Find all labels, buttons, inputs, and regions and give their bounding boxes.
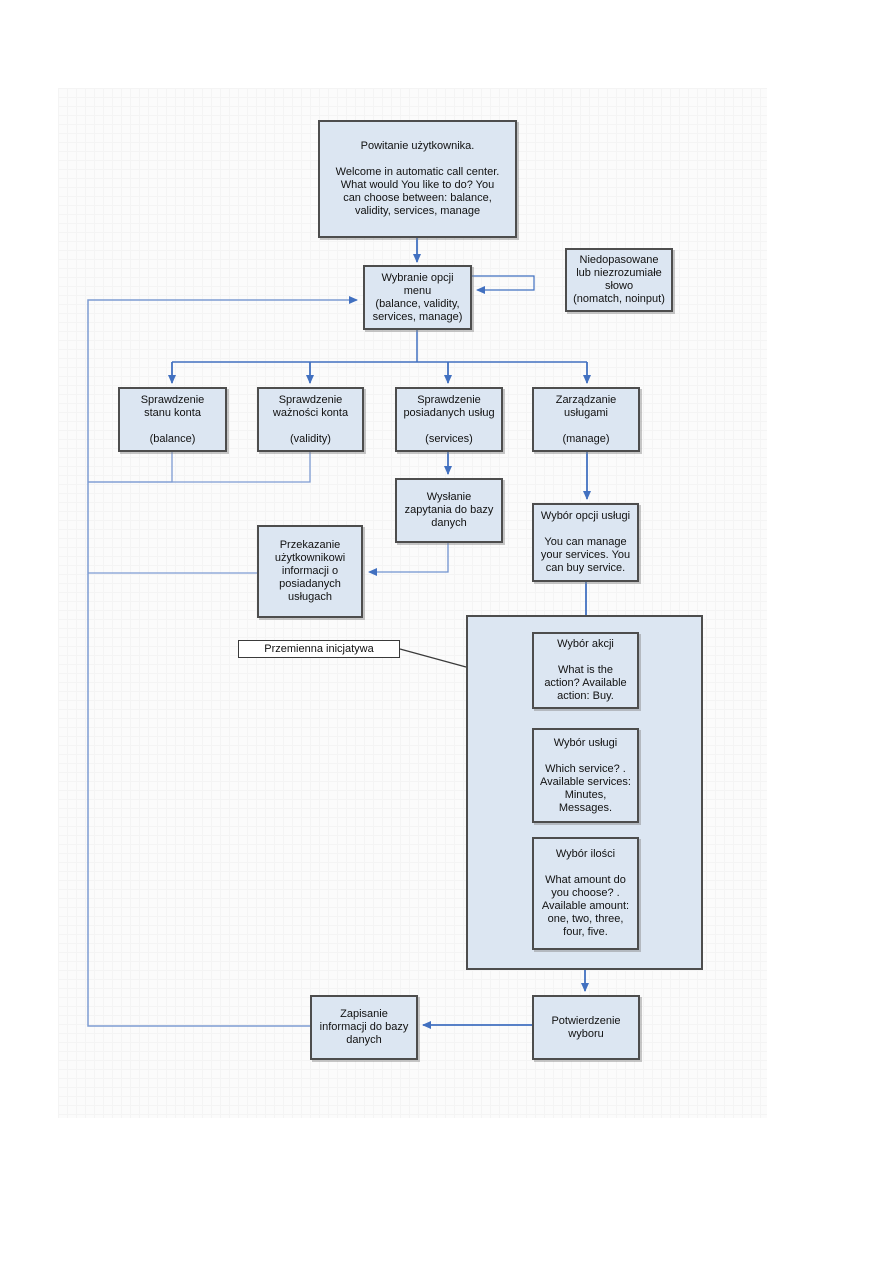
node-sprawdzenie-posiadanych-uslug: Sprawdzenie posiadanych usług (services)	[395, 387, 503, 452]
node-niedopasowane-slowo: Niedopasowane lub niezrozumiałe słowo (n…	[565, 248, 673, 312]
node-zarzadzanie-uslugami: Zarządzanie usługami (manage)	[532, 387, 640, 452]
node-wybor-uslugi: Wybór usługi Which service? . Available …	[532, 728, 639, 823]
node-wybranie-opcji-menu: Wybranie opcji menu (balance, validity, …	[363, 265, 472, 330]
node-sprawdzenie-waznosci-konta: Sprawdzenie ważności konta (validity)	[257, 387, 364, 452]
node-wybor-ilosci: Wybór ilości What amount do you choose? …	[532, 837, 639, 950]
node-text: Wybór akcji What is the action? Availabl…	[544, 638, 627, 702]
node-wyslanie-zapytania: Wysłanie zapytania do bazy danych	[395, 478, 503, 543]
node-wybor-akcji: Wybór akcji What is the action? Availabl…	[532, 632, 639, 709]
node-text: Sprawdzenie ważności konta (validity)	[272, 393, 349, 445]
node-potwierdzenie-wyboru: Potwierdzenie wyboru	[532, 995, 640, 1060]
node-text: Przekazanie użytkownikowi informacji o p…	[274, 539, 346, 603]
label-text: Przemienna inicjatywa	[264, 643, 374, 655]
node-text: Potwierdzenie wyboru	[551, 1014, 621, 1040]
node-sprawdzenie-stanu-konta: Sprawdzenie stanu konta (balance)	[118, 387, 227, 452]
node-text: Zarządzanie usługami (manage)	[555, 393, 617, 445]
node-zapisanie-informacji: Zapisanie informacji do bazy danych	[310, 995, 418, 1060]
label-przemienna-inicjatywa: Przemienna inicjatywa	[238, 640, 400, 658]
node-przekazanie-informacji: Przekazanie użytkownikowi informacji o p…	[257, 525, 363, 618]
node-text: Powitanie użytkownika. Welcome in automa…	[335, 140, 500, 217]
node-powitanie-uzytkownika: Powitanie użytkownika. Welcome in automa…	[318, 120, 517, 238]
node-text: Wybranie opcji menu (balance, validity, …	[372, 271, 463, 323]
node-text: Wybór usługi Which service? . Available …	[540, 736, 631, 814]
node-text: Sprawdzenie posiadanych usług (services)	[403, 393, 495, 445]
node-text: Wysłanie zapytania do bazy danych	[404, 491, 494, 529]
node-wybor-opcji-uslugi: Wybór opcji usługi You can manage your s…	[532, 503, 639, 582]
node-text: Sprawdzenie stanu konta (balance)	[140, 393, 205, 445]
node-text: Wybór opcji usługi You can manage your s…	[540, 510, 631, 574]
node-text: Wybór ilości What amount do you choose? …	[541, 848, 630, 938]
node-text: Zapisanie informacji do bazy danych	[319, 1008, 409, 1046]
node-text: Niedopasowane lub niezrozumiałe słowo (n…	[573, 254, 665, 305]
